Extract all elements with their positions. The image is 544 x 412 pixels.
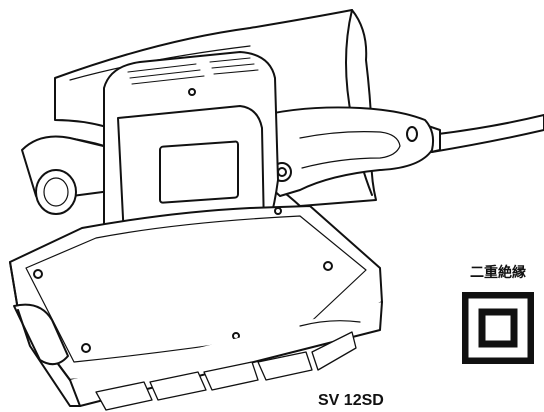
clamp-bar — [13, 303, 69, 366]
double-insulation-icon — [462, 292, 534, 364]
base-screws — [33, 207, 333, 353]
pad-segments — [95, 331, 357, 411]
model-number: SV 12SD — [318, 392, 384, 409]
rear-handle — [251, 106, 435, 197]
nameplate — [159, 140, 239, 204]
vent-slots — [127, 57, 259, 85]
double-insulation-label: 二重絶縁 — [470, 264, 526, 280]
power-cord — [429, 114, 544, 153]
